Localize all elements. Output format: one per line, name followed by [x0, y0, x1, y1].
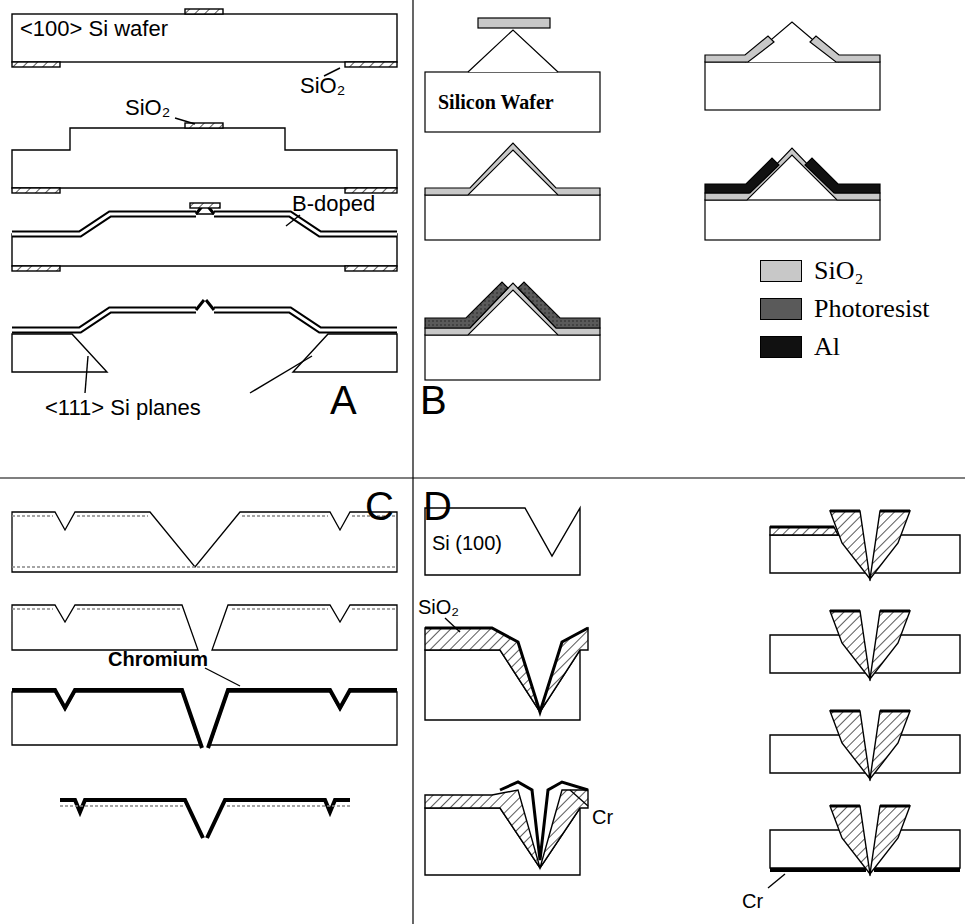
cross-section: [870, 511, 910, 579]
panel-c-steps: [12, 512, 397, 838]
panel-letter: B: [420, 378, 447, 422]
panel-letter: D: [423, 484, 452, 528]
legend-row: Photoresist: [760, 290, 930, 328]
panel-a-steps: [12, 9, 397, 393]
part-label: Silicon Wafer: [438, 91, 554, 113]
panel-d-steps: [425, 508, 588, 875]
cross-section: [870, 806, 910, 874]
cross-section: [830, 511, 870, 579]
part-label: <100> Si wafer: [20, 17, 168, 41]
panel-d-right-steps: [768, 511, 960, 888]
legend-row: Al: [760, 328, 930, 366]
cross-section: [770, 527, 838, 535]
cross-section: [830, 611, 870, 679]
legend-row: SiO₂: [760, 252, 930, 290]
cross-section: [830, 806, 870, 874]
legend-swatch: [760, 336, 802, 358]
cross-section: [830, 710, 910, 713]
part-label: B-doped: [292, 192, 375, 216]
cross-section: [770, 526, 834, 529]
legend-text: Al: [814, 332, 840, 362]
part-label: Cr: [742, 890, 763, 912]
part-label: SiO₂: [125, 96, 170, 120]
cross-section: [830, 711, 870, 779]
panel-b-steps: [425, 18, 880, 380]
leader-line: [768, 874, 785, 888]
part-label: Chromium: [108, 648, 208, 670]
cross-section: [770, 868, 960, 872]
part-label: SiO₂: [300, 74, 345, 98]
cross-section: [830, 510, 910, 513]
panel-letter: C: [365, 484, 394, 528]
part-label: Cr: [592, 806, 613, 828]
panel-letter: A: [330, 378, 357, 422]
legend-text: SiO₂: [814, 256, 864, 286]
legend: SiO₂ PhotoresistAl: [760, 252, 930, 366]
cross-section: [870, 611, 910, 679]
legend-swatch: [760, 260, 802, 282]
cross-section: [870, 711, 910, 779]
part-label: Si (100): [432, 532, 502, 554]
cross-section: [830, 610, 910, 613]
legend-swatch: [760, 298, 802, 320]
part-label: SiO₂: [418, 596, 459, 618]
legend-text: Photoresist: [814, 294, 930, 324]
part-label: <111> Si planes: [45, 396, 201, 420]
cross-section: [830, 805, 910, 808]
